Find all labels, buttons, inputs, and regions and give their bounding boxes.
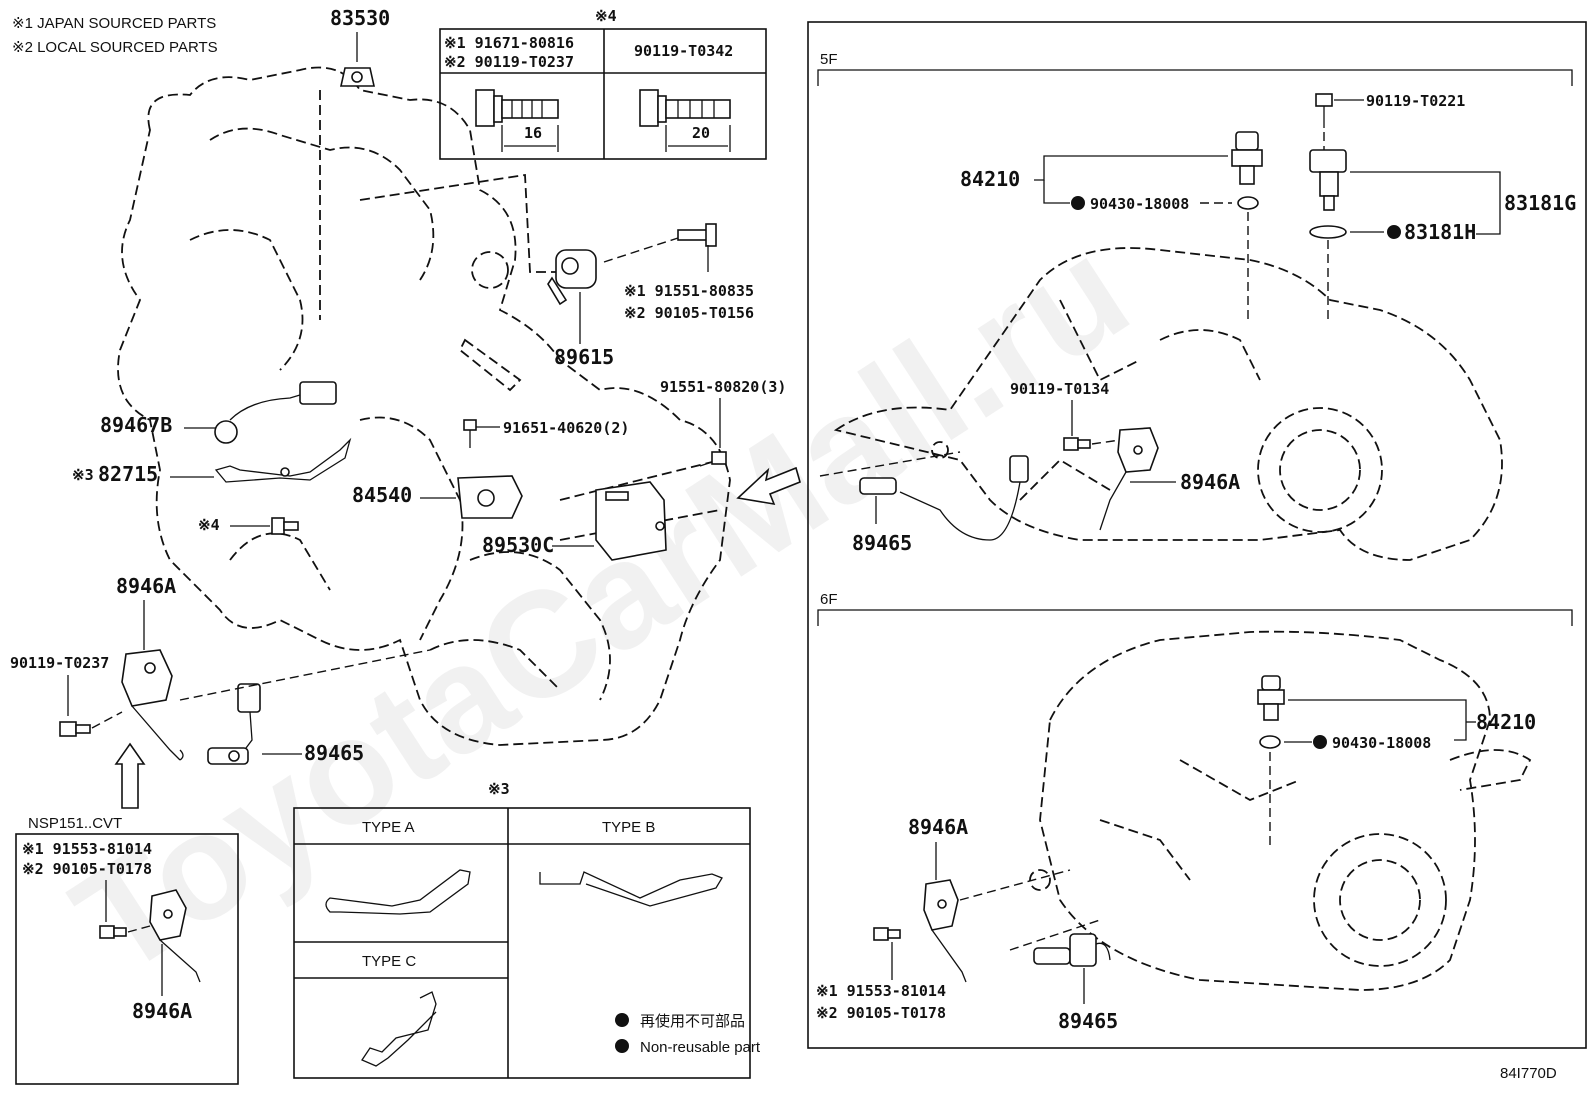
watermark: ToyotaCarMall.ru <box>46 205 1156 1007</box>
transaxle-6f-outline <box>1029 630 1532 991</box>
part-84540-label: 84540 <box>352 483 412 507</box>
transaxle-5f-outline <box>833 247 1503 561</box>
types-box <box>293 807 751 1079</box>
legend-jp-label: 再使用不可部品 <box>640 1013 745 1030</box>
up-arrow-icon <box>114 742 146 809</box>
cvt-box-line2: ※2 90105-T0178 <box>22 860 152 878</box>
part-84210-5f-label: 84210 <box>960 167 1020 191</box>
bolt-left-icon <box>475 89 559 152</box>
bolt-91553-81014-6f-icon <box>873 927 901 941</box>
right-panel <box>807 21 1587 1049</box>
sensor-8946A-5f-icon <box>1099 427 1159 531</box>
washer-5f-icon <box>1237 196 1259 210</box>
part-90430-18008-6f-label: 90430-18008 <box>1332 734 1431 752</box>
cvt-box-line1: ※1 91553-81014 <box>22 840 152 858</box>
plug-83530-icon <box>340 67 375 87</box>
part-91553-81014-6f-label: ※1 91553-81014 <box>816 982 946 1000</box>
bolt-table-left-line2: ※2 90119-T0237 <box>444 53 574 71</box>
part-91551-80820-label: 91551-80820(3) <box>660 378 786 396</box>
bolt-left-length: 16 <box>524 124 542 142</box>
nonreusable-5f-icon <box>1071 196 1085 210</box>
sensor-84210-6f-icon <box>1257 675 1285 721</box>
part-90430-18008-5f-label: 90430-18008 <box>1090 195 1189 213</box>
bolt-right-length: 20 <box>692 124 710 142</box>
type-a-bracket-icon <box>325 869 471 915</box>
sensor-89465-5f-icon <box>859 455 1029 541</box>
type-c-bracket-icon <box>361 991 437 1067</box>
part-89465-5f-label: 89465 <box>852 531 912 555</box>
part-83530-label: 83530 <box>330 6 390 30</box>
type-a-label: TYPE A <box>362 819 415 836</box>
part-89530C-label: 89530C <box>482 533 554 557</box>
panel-5f-label: 5F <box>820 51 838 68</box>
legend-dot-jp-icon <box>615 1013 629 1027</box>
sensor-89465-6f-icon <box>1033 933 1111 967</box>
bolt-table-marker: ※4 <box>595 7 617 25</box>
pulley-89615-icon <box>547 249 597 306</box>
bolt-table: ※4 ※1 91671-80816 ※2 90119-T0237 90119-T… <box>439 7 767 160</box>
bolt-91551-80820-icon <box>699 451 727 467</box>
part-8946A-label: 8946A <box>116 574 176 598</box>
bolt-table-right-header: 90119-T0342 <box>634 42 733 60</box>
sensor-89467B-icon <box>214 381 337 444</box>
type-b-bracket-icon <box>539 871 723 907</box>
cvt-part-8946A-label: 8946A <box>132 999 192 1023</box>
part-82715-marker: ※3 <box>72 466 94 484</box>
part-91651-40620-label: 91651-40620(2) <box>503 419 629 437</box>
cvt-box <box>15 833 239 1085</box>
sensor-83181G-icon <box>1309 149 1347 211</box>
bolt-91651-40620-icon <box>463 419 477 448</box>
switch-84540-icon <box>457 475 523 519</box>
bolt-mark4-icon <box>271 517 299 535</box>
part-8946A-6f-label: 8946A <box>908 815 968 839</box>
part-90105-T0178-6f-label: ※2 90105-T0178 <box>816 1004 946 1022</box>
legend-en-label: Non-reusable part <box>640 1039 761 1056</box>
part-82715-label: 82715 <box>98 462 158 486</box>
part-91551-80835-label: ※1 91551-80835 <box>624 282 754 300</box>
bracket-82715-icon <box>214 437 352 483</box>
part-84210-6f-label: 84210 <box>1476 710 1536 734</box>
nonreusable-6f-icon <box>1313 735 1327 749</box>
sensor-8946A-6f-icon <box>923 879 967 983</box>
part-90105-T0156-label: ※2 90105-T0156 <box>624 304 754 322</box>
part-89615-label: 89615 <box>554 345 614 369</box>
bolt-90119-T0221-icon <box>1315 93 1333 128</box>
part-8946A-5f-label: 8946A <box>1180 470 1240 494</box>
sensor-8946A-icon <box>121 649 184 761</box>
sensor-89465-left-icon <box>207 683 261 765</box>
type-c-label: TYPE C <box>362 953 416 970</box>
note-local-sourced: ※2 LOCAL SOURCED PARTS <box>12 39 218 56</box>
ecu-89530C-icon <box>595 481 667 561</box>
cvt-box-label: NSP151..CVT <box>28 815 122 832</box>
legend: 再使用不可部品 Non-reusable part <box>615 1013 761 1056</box>
part-83181H-label: 83181H <box>1404 220 1476 244</box>
nonreusable-83181H-icon <box>1387 225 1401 239</box>
part-89467B-label: 89467B <box>100 413 172 437</box>
bolt-91551-80835-icon <box>677 223 717 247</box>
part-89465-6f-label: 89465 <box>1058 1009 1118 1033</box>
oring-83181H-icon <box>1309 225 1347 239</box>
panel-6f-label: 6F <box>820 591 838 608</box>
part-89465-left-label: 89465 <box>304 741 364 765</box>
bolt-cvt-icon <box>99 925 127 939</box>
bolt-right-icon <box>639 89 731 152</box>
bolt-table-left-line1: ※1 91671-80816 <box>444 34 574 52</box>
view-arrow-icon <box>736 466 801 506</box>
sensor-84210-5f-icon <box>1231 131 1263 185</box>
part-90119-T0221-label: 90119-T0221 <box>1366 92 1465 110</box>
figure-id: 84I770D <box>1500 1065 1557 1082</box>
sensor-8946A-cvt-icon <box>149 889 201 983</box>
bolt-90119-T0134-icon <box>1063 437 1091 451</box>
types-box-marker: ※3 <box>488 780 510 798</box>
part-83181G-label: 83181G <box>1504 191 1576 215</box>
note-japan-sourced: ※1 JAPAN SOURCED PARTS <box>12 15 216 32</box>
legend-dot-en-icon <box>615 1039 629 1053</box>
type-b-label: TYPE B <box>602 819 655 836</box>
part-90119-T0237-label: 90119-T0237 <box>10 654 109 672</box>
washer-6f-icon <box>1259 735 1281 749</box>
mark4-label: ※4 <box>198 516 220 534</box>
bolt-90119-T0237-icon <box>59 721 91 737</box>
part-90119-T0134-label: 90119-T0134 <box>1010 380 1109 398</box>
